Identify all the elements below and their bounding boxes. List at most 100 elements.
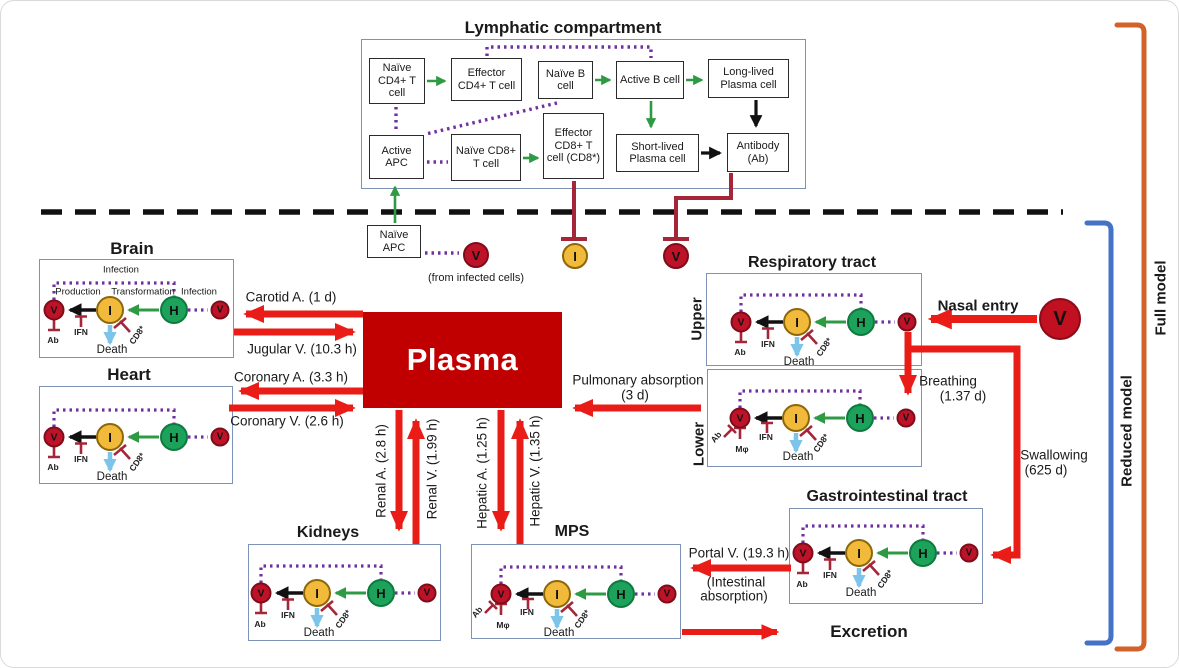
excretion-label: Excretion xyxy=(830,622,908,641)
mps-title: MPS xyxy=(554,523,590,540)
ifn-label: IFN xyxy=(823,570,837,580)
infected-cell-icon: I xyxy=(562,243,588,269)
upper-label: Upper xyxy=(688,297,706,341)
healthy-cell-icon: H xyxy=(847,308,875,336)
heart-box xyxy=(39,386,233,484)
naive-cd4-cell: Naïve CD4+ T cell xyxy=(369,58,425,104)
infected-cell-icon: I xyxy=(845,539,873,567)
mps-box xyxy=(471,544,681,639)
virus-icon: V xyxy=(730,311,752,333)
infected-cell-icon: I xyxy=(783,308,811,336)
healthy-cell-icon: H xyxy=(160,296,188,324)
reduced-model-bracket xyxy=(1084,220,1114,646)
ab-label: Ab xyxy=(734,347,746,357)
ifn-label: IFN xyxy=(281,610,295,620)
infected-cell-icon: I xyxy=(543,580,571,608)
short-lived-plasma-cell: Short-lived Plasma cell xyxy=(616,134,699,172)
lower-label: Lower xyxy=(690,421,708,467)
brain-box xyxy=(39,259,234,358)
virus-icon: V xyxy=(729,407,751,429)
effector-cd8-cell: Effector CD8+ T cell (CD8*) xyxy=(543,113,604,179)
ab-label: Ab xyxy=(796,579,808,589)
death-label: Death xyxy=(96,471,128,483)
healthy-cell-icon: H xyxy=(367,579,395,607)
carotid-label: Carotid A. (1 d) xyxy=(245,289,337,305)
long-lived-plasma-cell: Long-lived Plasma cell xyxy=(708,59,789,98)
virus-icon: V xyxy=(959,543,979,563)
swallowing-label: Swallowing xyxy=(1020,447,1088,463)
death-label: Death xyxy=(783,356,815,368)
portal-label: Portal V. (19.3 h) xyxy=(688,545,790,561)
naive-b-cell: Naïve B cell xyxy=(538,61,593,99)
death-label: Death xyxy=(782,451,814,463)
healthy-cell-icon: H xyxy=(846,404,874,432)
virus-icon: V xyxy=(417,583,437,603)
infection-right-label: Infection xyxy=(181,286,217,298)
lymphatic-title: Lymphatic compartment xyxy=(464,18,662,37)
death-label: Death xyxy=(96,344,128,356)
virus-entry-icon: V xyxy=(1039,298,1081,340)
full-model-bracket xyxy=(1114,22,1147,652)
healthy-cell-icon: H xyxy=(607,580,635,608)
infected-cell-icon: I xyxy=(96,296,124,324)
effector-cd4-cell: Effector CD4+ T cell xyxy=(451,58,522,101)
virus-icon: V xyxy=(43,426,65,448)
ifn-label: IFN xyxy=(74,327,88,337)
full-model-label: Full model xyxy=(1152,260,1170,336)
healthy-cell-icon: H xyxy=(160,423,188,451)
ifn-label: IFN xyxy=(74,454,88,464)
brain-title: Brain xyxy=(110,239,154,258)
ab-label: Ab xyxy=(254,619,266,629)
breathing-rate: (1.37 d) xyxy=(939,388,987,404)
transformation-label: Transformation xyxy=(111,286,175,298)
ab-label: Ab xyxy=(47,335,59,345)
nasal-entry-label: Nasal entry xyxy=(937,297,1019,315)
healthy-cell-icon: H xyxy=(909,539,937,567)
antibody-cell: Antibody (Ab) xyxy=(727,133,789,172)
macrophage-label: Mφ xyxy=(735,444,749,454)
virus-icon: V xyxy=(490,583,512,605)
virus-icon: V xyxy=(43,299,65,321)
virus-icon: V xyxy=(792,542,814,564)
pulmonary-rate: (3 d) xyxy=(621,387,649,403)
respiratory-title: Respiratory tract xyxy=(747,254,877,271)
virus-icon: V xyxy=(663,243,689,269)
renal-v-label: Renal V. (1.99 h) xyxy=(424,418,440,520)
active-apc-cell: Active APC xyxy=(369,135,424,179)
pulmonary-label: Pulmonary absorption xyxy=(572,372,704,388)
infected-cell-icon: I xyxy=(782,404,810,432)
macrophage-label: Mφ xyxy=(496,620,510,630)
naive-apc-cell: Naïve APC xyxy=(367,225,421,258)
intestinal-label-1: (Intestinal xyxy=(706,574,766,590)
death-label: Death xyxy=(303,627,335,639)
production-label: Production xyxy=(55,286,101,298)
coronary-v-label: Coronary V. (2.6 h) xyxy=(230,413,344,429)
swallowing-rate: (625 d) xyxy=(1024,462,1068,478)
kidneys-box xyxy=(248,544,441,641)
upper-respiratory-box xyxy=(706,273,922,366)
intestinal-label-2: absorption) xyxy=(700,588,768,604)
virus-icon: V xyxy=(657,584,677,604)
plasma-label: Plasma xyxy=(406,342,519,377)
infection-top-label: Infection xyxy=(103,264,139,276)
kidneys-title: Kidneys xyxy=(296,524,360,541)
virus-icon: V xyxy=(250,582,272,604)
hepatic-a-label: Hepatic A. (1.25 h) xyxy=(474,417,490,529)
virus-icon: V xyxy=(210,300,230,320)
virus-icon: V xyxy=(463,242,489,268)
renal-a-label: Renal A. (2.8 h) xyxy=(373,424,389,518)
infected-cell-icon: I xyxy=(96,423,124,451)
virus-icon: V xyxy=(897,312,917,332)
ifn-label: IFN xyxy=(761,339,775,349)
virus-icon: V xyxy=(896,408,916,428)
gastro-title: Gastrointestinal tract xyxy=(806,488,968,505)
ab-label: Ab xyxy=(47,462,59,472)
reduced-model-label: Reduced model xyxy=(1118,375,1136,487)
gastrointestinal-box xyxy=(789,508,983,604)
ifn-label: IFN xyxy=(759,432,773,442)
from-infected-cells-label: (from infected cells) xyxy=(428,272,524,284)
naive-cd8-cell: Naïve CD8+ T cell xyxy=(451,134,521,181)
death-label: Death xyxy=(543,627,575,639)
plasma-compartment: Plasma xyxy=(363,312,562,408)
